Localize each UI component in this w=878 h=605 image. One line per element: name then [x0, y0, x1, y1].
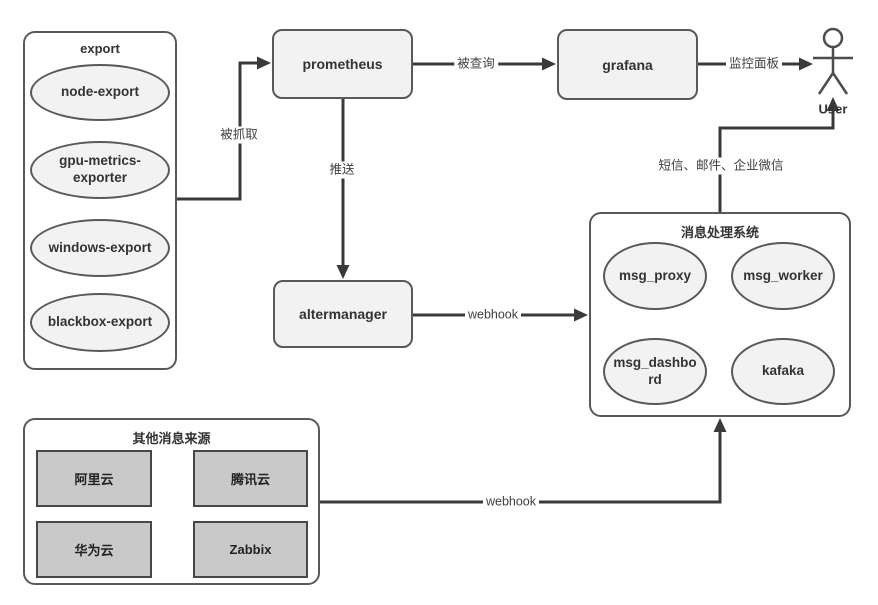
node-label: altermanager: [299, 306, 387, 322]
node-altermanager[interactable]: altermanager: [273, 280, 413, 348]
node-label: grafana: [602, 56, 653, 73]
ellipse-gpu-metrics-exporter[interactable]: gpu-metrics-exporter: [30, 141, 170, 199]
edge-label-alert-webhook: webhook: [464, 306, 522, 324]
edge-label-other-webhook: webhook: [482, 493, 540, 511]
node-label: 阿里云: [74, 472, 114, 487]
node-label: prometheus: [302, 56, 383, 72]
user-label: User: [818, 101, 848, 117]
edge-label-push: 推送: [326, 161, 358, 179]
source-huawei[interactable]: 华为云: [36, 521, 152, 578]
node-label: msg_proxy: [618, 267, 692, 283]
source-tencent[interactable]: 腾讯云: [193, 450, 308, 507]
node-label: msg_dashbord: [613, 354, 697, 387]
node-prometheus[interactable]: prometheus: [272, 29, 413, 99]
node-label: 华为云: [74, 543, 114, 558]
group-other-sources-title: 其他消息来源: [132, 431, 211, 446]
node-grafana[interactable]: grafana: [557, 29, 698, 100]
ellipse-kafaka[interactable]: kafaka: [731, 338, 835, 405]
source-zabbix[interactable]: Zabbix: [193, 521, 308, 578]
ellipse-msg-worker[interactable]: msg_worker: [731, 242, 835, 310]
edge-label-dashboard: 监控面板: [725, 55, 783, 73]
ellipse-blackbox-export[interactable]: blackbox-export: [30, 293, 170, 352]
group-export-title: export: [80, 41, 120, 56]
node-label: kafaka: [761, 363, 805, 379]
edge-label-scraped: 被抓取: [217, 126, 261, 144]
ellipse-msg-proxy[interactable]: msg_proxy: [603, 242, 707, 310]
group-msg-system-title: 消息处理系统: [680, 225, 759, 240]
node-label: windows-export: [48, 239, 152, 255]
node-label: Zabbix: [229, 542, 272, 557]
ellipse-windows-export[interactable]: windows-export: [30, 219, 170, 277]
edge-label-notify: 短信、邮件、企业微信: [655, 157, 787, 175]
ellipse-msg-dashbord[interactable]: msg_dashbord: [603, 338, 707, 405]
source-aliyun[interactable]: 阿里云: [36, 450, 152, 507]
edge-label-queried: 被查询: [454, 55, 498, 73]
node-label: msg_worker: [743, 267, 823, 283]
node-label: gpu-metrics-exporter: [59, 153, 141, 185]
node-label: 腾讯云: [230, 472, 270, 487]
user-actor-icon[interactable]: [808, 26, 858, 98]
ellipse-node-export[interactable]: node-export: [30, 64, 170, 121]
node-label: blackbox-export: [47, 314, 153, 330]
node-label: node-export: [60, 84, 139, 100]
